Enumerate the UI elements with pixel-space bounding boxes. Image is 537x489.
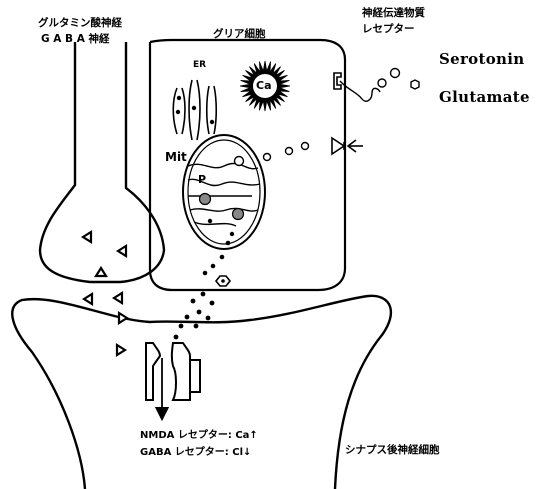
label-glutamate: Glutamate [439,88,530,106]
exocytosis-vesicle [216,276,230,286]
label-transmitter-line1: 神経伝達物質 [362,6,425,21]
glia-vesicles [203,241,231,276]
transmitter-circles-inside [264,143,309,161]
label-ca: Ca [256,79,272,92]
label-gaba-neuron: G A B A 神経 [41,32,110,47]
glia-receptor-transporter [332,138,363,154]
label-p: P [198,173,206,186]
er-vesicles [176,96,214,124]
cleft-dots [174,292,215,340]
presynaptic-neuron-outline [40,42,164,282]
label-glutamate-neuron: グルタミン酸神経 [38,16,122,31]
neurotransmitter-triangles [83,232,127,355]
label-transmitter-line2: レセプター [362,22,415,37]
glia-receptor-top [334,73,341,89]
label-mit: Mit [165,150,187,164]
postsynaptic-neuron-outline [12,296,391,489]
label-serotonin: Serotonin [439,50,524,68]
label-er: ER [193,60,206,70]
label-postsynaptic-neuron: シナプス後神経細胞 [345,443,440,458]
mitochondrion-icon [183,135,265,249]
receptor-channel [146,343,200,400]
extracellular-transmitters [378,69,419,90]
label-gaba-receptor: GABA レセプター: Cl↓ [140,443,251,458]
label-glial-cell: グリア細胞 [213,27,266,42]
label-nmda-receptor: NMDA レセプター: Ca↑ [140,426,258,441]
